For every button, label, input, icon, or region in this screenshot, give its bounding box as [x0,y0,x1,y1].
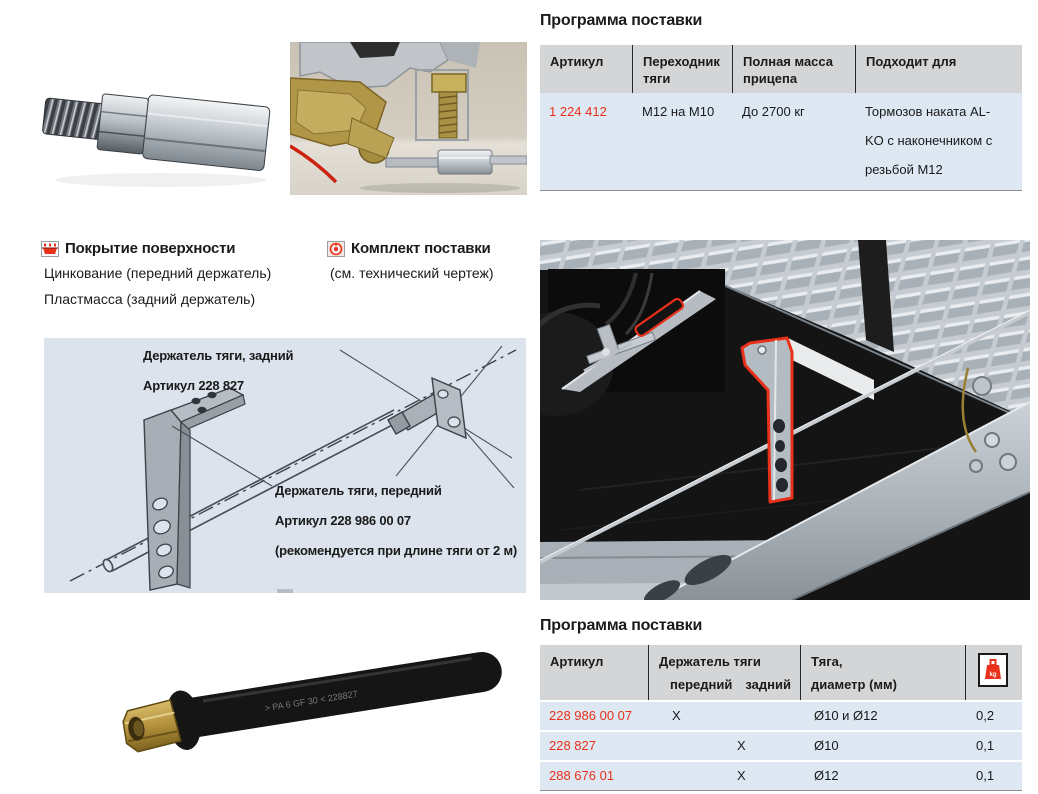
kit-title: Комплект поставки [351,240,491,257]
weight-value: 0,1 [976,768,995,783]
col-header-rod-diameter: Тяга, диаметр (мм) [801,645,966,700]
col-header-mass: Полная масса прицепа [733,45,856,93]
table-header-row: Артикул Держатель тяги передний задний Т… [540,645,1022,700]
table-row: 1 224 412 М12 на М10 До 2700 кг Тормозов… [540,93,1022,190]
svg-text:kg: kg [989,672,996,678]
coating-line-2: Пластмасса (задний держатель) [44,291,256,307]
coating-line-1: Цинкование (передний держатель) [44,265,272,281]
adapter-product-photo [42,93,271,187]
article-number: 288 676 01 [549,768,615,783]
rear-x: X [737,738,746,753]
top-table-heading: Программа поставки [540,12,703,29]
breakaway-cable [290,144,338,184]
trailer-underside-photo [540,240,1030,600]
table-row: 288 676 01 X Ø12 0,1 [540,762,1022,790]
front-x [649,764,726,788]
thread-adapter [42,93,271,171]
rear-holder-rod-photo: > PA 6 GF 30 < 228827 [122,651,502,753]
diameter-value: Ø10 и Ø12 [814,708,878,723]
delivery-table-bottom: Артикул Держатель тяги передний задний Т… [540,645,1022,791]
table-row: 228 986 00 07 X Ø10 и Ø12 0,2 [540,702,1022,730]
rear-x: X [737,768,746,783]
diameter-value: Ø12 [814,768,839,783]
drawing-crop-tab [277,589,293,593]
rear-x [726,704,801,728]
adapter-installed-photo [290,42,527,195]
table-row: 228 827 X Ø10 0,1 [540,732,1022,760]
article-number: 228 827 [549,738,596,753]
front-x: X [672,708,681,723]
delivery-table-top: Артикул Переходник тяги Полная масса при… [540,45,1022,191]
coating-section-header: Покрытие поверхности [41,240,236,257]
front-x [649,734,726,758]
rear-holder-label: Держатель тяги, задний Артикул 228 827 [143,348,294,393]
subcol-rear: задний [745,677,791,692]
holder-bracket-highlighted [740,336,794,504]
article-number: 228 986 00 07 [549,708,633,723]
hex-coupler [437,149,493,175]
front-holder-label: Держатель тяги, передний Артикул 228 986… [275,483,517,558]
col-header-adapter: Переходник тяги [633,45,733,93]
rear-holder-drawing [387,376,467,440]
col-header-article: Артикул [540,45,633,93]
weight-value: 0,2 [976,708,995,723]
inset-closeup-photo [540,269,725,416]
technical-drawing-panel: Держатель тяги, задний Артикул 228 827 Д… [44,338,526,593]
col-header-article: Артикул [540,645,649,700]
col-header-holder: Держатель тяги передний задний [649,645,801,700]
coating-title: Покрытие поверхности [65,240,236,257]
grating-deck [540,240,1030,420]
bottom-table-heading: Программа поставки [540,617,703,634]
package-icon [327,240,345,257]
article-number: 1 224 412 [549,104,607,119]
table-header-row: Артикул Переходник тяги Полная масса при… [540,45,1022,93]
weight-kg-icon: kg [978,653,1008,687]
fits-value: Тормозов наката AL-KO с наконечником с р… [865,104,993,177]
adapter-value: М12 на М10 [642,104,715,119]
col-header-weight: kg [966,645,1022,700]
weight-value: 0,1 [976,738,995,753]
plastic-rod-assembly: > PA 6 GF 30 < 228827 [122,651,502,753]
dip-bath-icon [41,240,59,257]
brake-cable [961,367,978,453]
kit-section-header: Комплект поставки [327,240,491,257]
diameter-value: Ø10 [814,738,839,753]
col-header-fits: Подходит для [866,54,957,69]
front-holder-drawing [143,387,273,591]
subcol-front: передний [670,677,733,692]
mass-value: До 2700 кг [742,104,805,119]
holders-technical-drawing [44,338,526,593]
kit-line-1: (см. технический чертеж) [330,265,494,281]
